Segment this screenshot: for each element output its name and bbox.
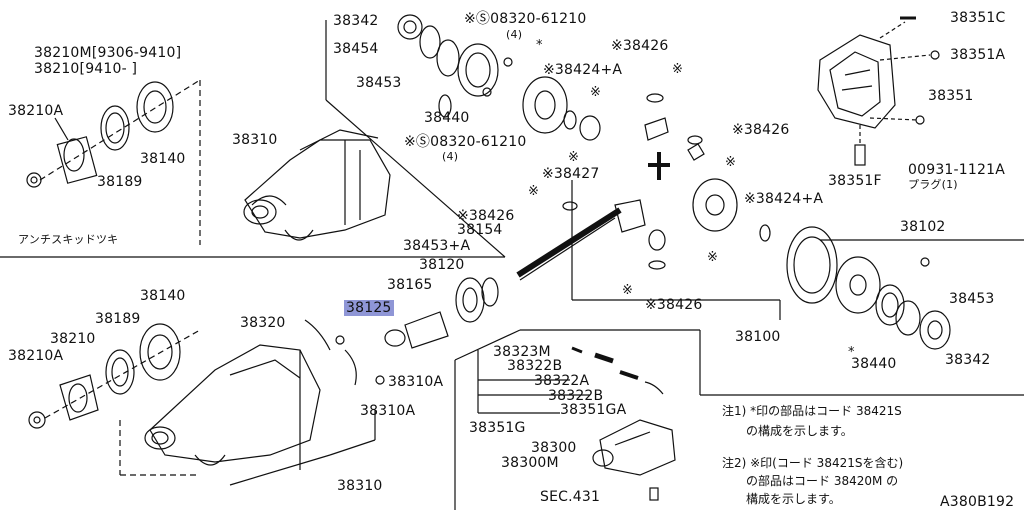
- label-38453-right: 38453: [949, 291, 995, 307]
- star-mark-2: *: [848, 345, 855, 360]
- label-08320-top-qty: (4): [506, 28, 523, 41]
- label-38426-c: ※38426: [457, 208, 515, 224]
- label-38100: 38100: [735, 329, 781, 345]
- label-38102: 38102: [900, 219, 946, 235]
- label-38351a: 38351A: [950, 47, 1006, 63]
- label-38120: 38120: [419, 257, 465, 273]
- label-38210m: 38210M[9306-9410]: [34, 45, 182, 61]
- label-38154: 38154: [457, 222, 503, 238]
- label-38140-bot: 38140: [140, 288, 186, 304]
- pinion-shaft: [384, 180, 781, 349]
- label-38165: 38165: [387, 277, 433, 293]
- label-38426-b: ※38426: [732, 122, 790, 138]
- top-bearing-stack: [397, 14, 601, 141]
- label-plug: プラグ(1): [908, 178, 958, 191]
- ref-mark-6: ※: [707, 250, 719, 265]
- rear-cover: [817, 16, 940, 166]
- lower-flange-group: [28, 323, 201, 476]
- note1-line2: の構成を示します。: [746, 424, 853, 438]
- label-08320-mid-qty: (4): [442, 150, 459, 163]
- label-38351f: 38351F: [828, 173, 882, 189]
- ref-mark-3: ※: [568, 150, 580, 165]
- label-38424a-b: ※38424+A: [744, 191, 824, 207]
- label-38351g: 38351G: [469, 420, 526, 436]
- label-38322b-2: 38322B: [548, 388, 604, 404]
- label-38210a-bot: 38210A: [8, 348, 64, 364]
- label-08320-top: ※Ⓢ08320-61210: [464, 11, 587, 27]
- ref-mark-4: ※: [725, 155, 737, 170]
- label-38300m: 38300M: [501, 455, 559, 471]
- label-38426-d: ※38426: [645, 297, 703, 313]
- note2-line2: の部品はコード 38420M の: [746, 474, 899, 488]
- star-mark-1: *: [536, 38, 543, 53]
- label-38424a-a: ※38424+A: [543, 62, 623, 78]
- label-38342-top: 38342: [333, 13, 379, 29]
- label-08320-mid: ※Ⓢ08320-61210: [404, 134, 527, 150]
- ref-mark-7: ※: [622, 283, 634, 298]
- breather-assembly: [477, 346, 676, 501]
- label-antiskid: アンチスキッドツキ: [18, 233, 119, 246]
- ref-mark-1: ※: [672, 62, 684, 77]
- label-38351: 38351: [928, 88, 974, 104]
- note1-line1: 注1) *印の部品はコード 38421S: [722, 404, 902, 418]
- label-38426-a: ※38426: [611, 38, 669, 54]
- label-38427: ※38427: [542, 166, 600, 182]
- label-38453-top: 38453: [356, 75, 402, 91]
- lower-housing: [144, 319, 385, 486]
- label-38322a: 38322A: [534, 373, 590, 389]
- label-38140-top: 38140: [140, 151, 186, 167]
- label-38440-top: 38440: [424, 110, 470, 126]
- label-sec431: SEC.431: [540, 489, 601, 505]
- label-38322b-1: 38322B: [507, 358, 563, 374]
- upper-flange-group: [26, 79, 201, 245]
- label-38351ga: 38351GA: [560, 402, 627, 418]
- label-38320: 38320: [240, 315, 286, 331]
- label-38189-bot: 38189: [95, 311, 141, 327]
- label-38454: 38454: [333, 41, 379, 57]
- label-38210-bot: 38210: [50, 331, 96, 347]
- label-38310a-2: 38310A: [360, 403, 416, 419]
- label-38189-top: 38189: [97, 174, 143, 190]
- label-38310a-1: 38310A: [388, 374, 444, 390]
- label-38351c: 38351C: [950, 10, 1006, 26]
- label-38210a-top: 38210A: [8, 103, 64, 119]
- label-38323m: 38323M: [493, 344, 551, 360]
- label-00931: 00931-1121A: [908, 162, 1005, 178]
- label-38310-top: 38310: [232, 132, 278, 148]
- ref-mark-5: ※: [528, 184, 540, 199]
- label-38300: 38300: [531, 440, 577, 456]
- upper-housing: [243, 129, 391, 241]
- note2-line1: 注2) ※印(コード 38421Sを含む): [722, 456, 904, 470]
- highlighted-part: 38125: [344, 300, 394, 316]
- label-38310-bot: 38310: [337, 478, 383, 494]
- diagram-code: A380B192: [940, 494, 1015, 510]
- ref-mark-2: ※: [590, 85, 602, 100]
- label-38210: 38210[9410- ]: [34, 61, 138, 77]
- diff-gears: [562, 93, 951, 350]
- label-38453a: 38453+A: [403, 238, 471, 254]
- label-38342-right: 38342: [945, 352, 991, 368]
- note2-line3: 構成を示します。: [746, 492, 841, 506]
- label-38440-right: 38440: [851, 356, 897, 372]
- label-38125: 38125: [344, 300, 394, 316]
